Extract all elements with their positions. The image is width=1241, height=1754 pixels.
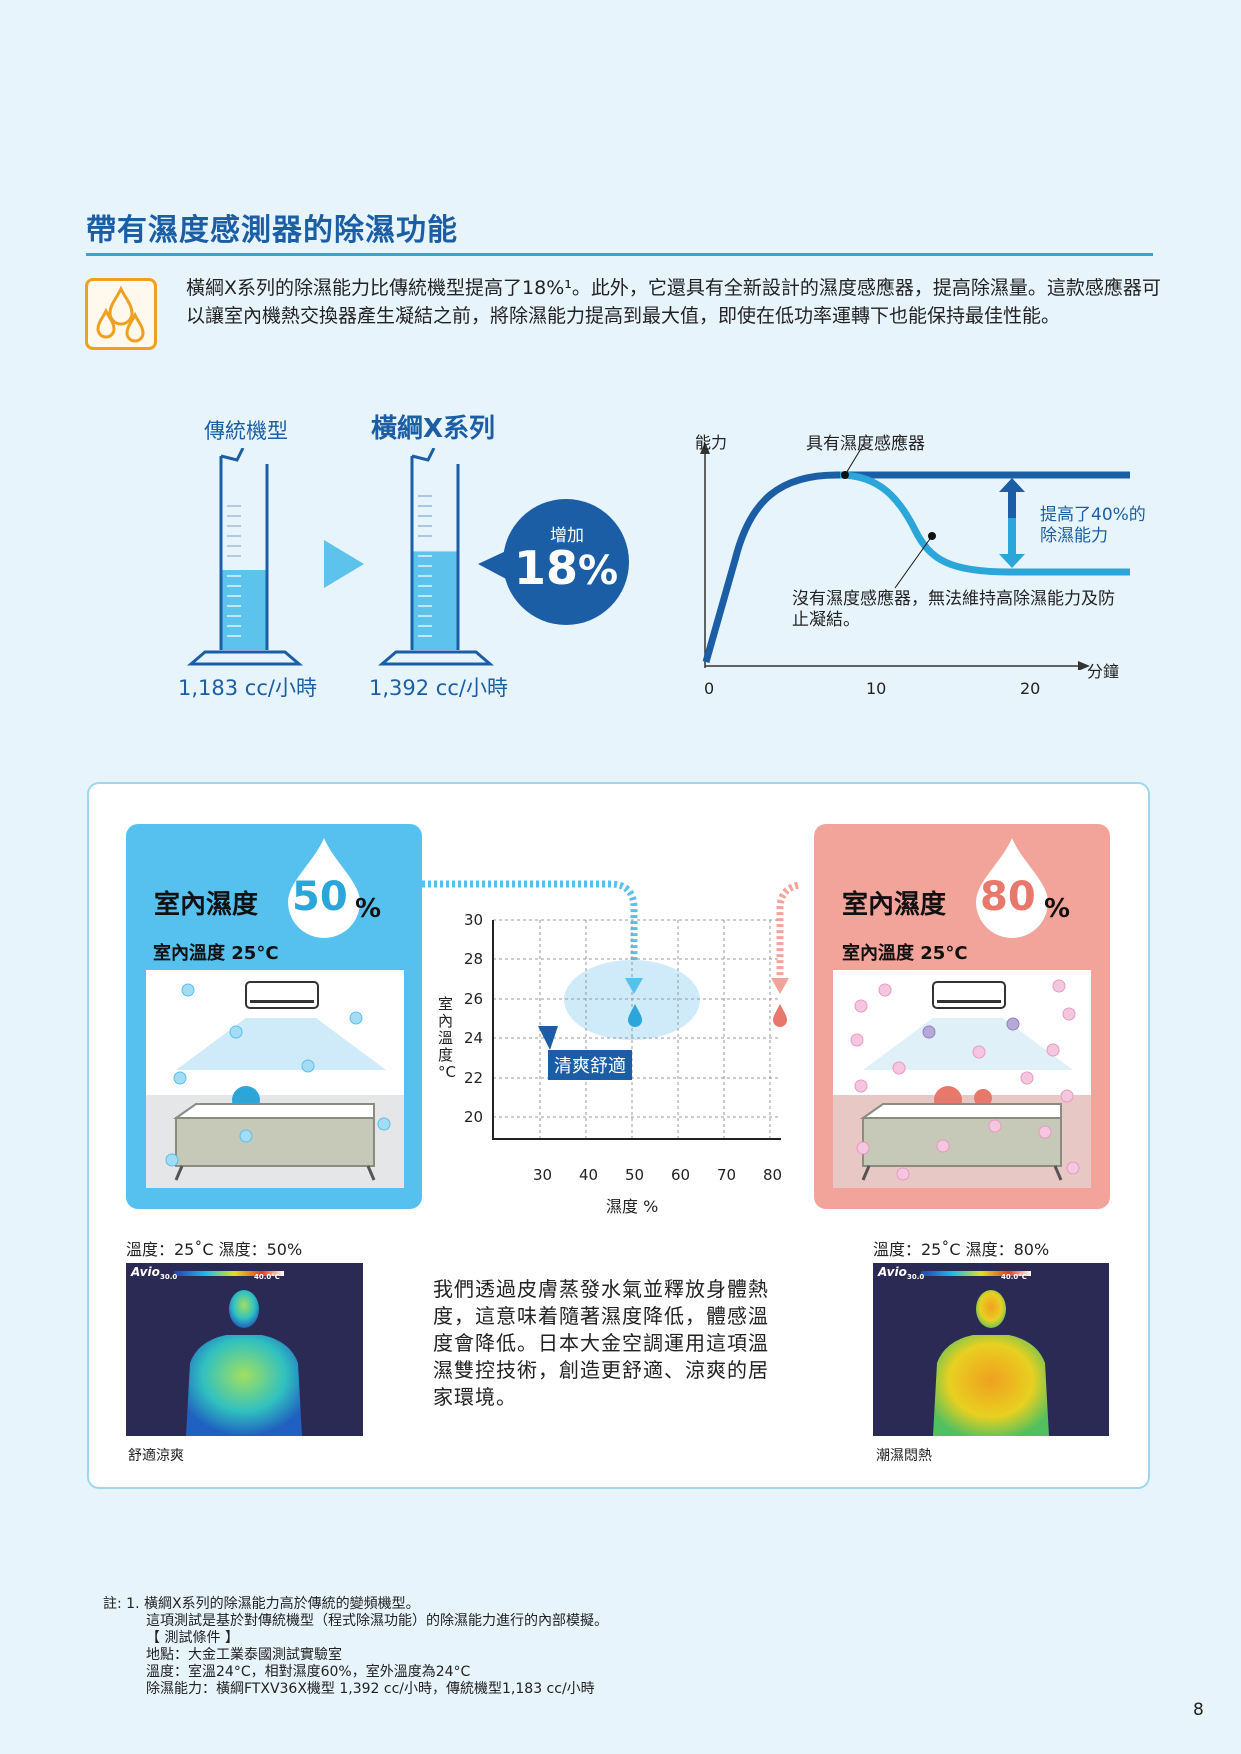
conventional-cylinder <box>186 448 304 666</box>
title-divider <box>86 253 1153 256</box>
conventional-cylinder-fill <box>221 570 267 650</box>
thermal-scale-max: 40.0°C <box>1001 1273 1027 1281</box>
room-temp-left: 室內溫度 25°C <box>153 943 279 964</box>
y-tick: 24 <box>464 1029 484 1047</box>
x-tick: 50 <box>625 1166 645 1184</box>
humidity-80-value: 80 <box>980 874 1036 920</box>
y-tick: 28 <box>464 950 484 968</box>
water-drop-icon <box>628 1004 642 1027</box>
thermal-scale-min: 30.0 <box>160 1273 178 1281</box>
water-drops-icon <box>85 278 157 350</box>
left-caption: 溫度：25˚C 濕度：50% <box>126 1240 303 1259</box>
with-sensor-label: 具有濕度感應器 <box>806 434 925 454</box>
y-tick: 20 <box>464 1108 484 1126</box>
x-tick: 40 <box>579 1166 599 1184</box>
arrow-right-icon <box>324 540 364 588</box>
right-result: 潮濕悶熱 <box>876 1448 932 1464</box>
conventional-value: 1,183 cc/小時 <box>178 676 317 700</box>
series-x-value: 1,392 cc/小時 <box>369 676 508 700</box>
arrow-down-icon <box>771 978 789 994</box>
capacity-x-tick: 20 <box>1020 679 1041 698</box>
with-sensor-line <box>702 471 1130 663</box>
x-tick: 80 <box>763 1166 783 1184</box>
dotted-connector-left <box>422 880 638 980</box>
footnote-line: 註: 1. 橫綱X系列的除濕能力高於傳統的變頻機型。 <box>103 1596 420 1612</box>
page-title: 帶有濕度感測器的除濕功能 <box>86 213 458 248</box>
y-tick: 26 <box>464 990 484 1008</box>
conventional-label: 傳統機型 <box>204 419 288 443</box>
capacity-x-tick: 0 <box>704 679 715 698</box>
footnote-line: 溫度：室溫24°C，相對濕度60%，室外溫度為24°C <box>146 1664 471 1680</box>
improvement-label: 提高了40%的除濕能力 <box>1040 505 1146 546</box>
increase-value: 18 <box>514 541 579 595</box>
capacity-x-tick: 10 <box>866 679 887 698</box>
water-drop-icon <box>288 838 360 938</box>
y-axis-label: 室內溫度 °C <box>438 995 456 1081</box>
y-tick: 30 <box>464 911 484 929</box>
thermal-image-humid <box>873 1263 1109 1436</box>
comfort-description: 我們透過皮膚蒸發水氣並釋放身體熱度，這意味着隨著濕度降低，體感溫度會降低。日本大… <box>433 1277 769 1409</box>
x-tick: 70 <box>717 1166 737 1184</box>
arrow-down-icon <box>625 978 643 994</box>
water-drop-icon <box>773 1004 787 1027</box>
increase-unit: % <box>578 548 619 594</box>
thermal-image-cool <box>126 1263 363 1436</box>
footnote-line: 【 測試條件 】 <box>146 1630 239 1646</box>
room-illustration-cool <box>146 970 404 1188</box>
footnote-line: 除濕能力：橫綱FTXV36X機型 1,392 cc/小時，傳統機型1,183 c… <box>146 1681 595 1697</box>
intro-paragraph: 橫綱X系列的除濕能力比傳統機型提高了18%¹。此外，它還具有全新設計的濕度感應器… <box>186 277 1161 327</box>
x-tick: 60 <box>671 1166 691 1184</box>
thermal-scale-max: 40.0°C <box>254 1273 280 1281</box>
humidity-50-title: 室內濕度 <box>154 890 259 920</box>
page-number: 8 <box>1193 1700 1204 1720</box>
humidity-80-unit: % <box>1044 894 1071 924</box>
capacity-y-label: 能力 <box>695 433 728 452</box>
humidity-80-title: 室內濕度 <box>842 890 947 920</box>
thermal-scale-min: 30.0 <box>907 1273 925 1281</box>
air-conditioner-icon <box>932 981 1006 1009</box>
x-axis-label: 濕度 % <box>606 1197 659 1216</box>
footnote-line: 地點：大金工業泰國測試實驗室 <box>146 1647 342 1663</box>
x-tick: 30 <box>533 1166 553 1184</box>
thermal-brand-logo: Avio <box>878 1265 907 1279</box>
comfort-zone-chart <box>422 880 800 1140</box>
room-temp-right: 室內溫度 25°C <box>842 943 968 964</box>
increase-label: 增加 <box>550 526 584 546</box>
right-caption: 溫度：25˚C 濕度：80% <box>873 1240 1050 1259</box>
thermal-brand-logo: Avio <box>131 1265 160 1279</box>
capacity-chart <box>700 441 1130 670</box>
increase-bubble <box>478 499 629 625</box>
series-x-cylinder <box>377 448 495 666</box>
capacity-x-label: 分鐘 <box>1087 662 1120 681</box>
room-illustration-humid <box>833 970 1091 1188</box>
comfort-zone-label: 清爽舒適 <box>548 1050 632 1080</box>
left-result: 舒適涼爽 <box>128 1448 184 1464</box>
water-drop-icon <box>976 838 1048 938</box>
humidity-50-unit: % <box>355 894 382 924</box>
series-x-label: 橫綱X系列 <box>371 414 496 444</box>
humidity-50-value: 50 <box>292 874 348 920</box>
without-sensor-line <box>839 471 1130 576</box>
dotted-connector-right <box>776 881 800 980</box>
without-sensor-label: 沒有濕度感應器，無法維持高除濕能力及防止凝結。 <box>792 589 1115 630</box>
footnote-line: 這項測試是基於對傳統機型（程式除濕功能）的除濕能力進行的內部模擬。 <box>146 1613 608 1629</box>
series-x-cylinder-fill <box>412 551 458 650</box>
y-tick: 22 <box>464 1069 484 1087</box>
air-conditioner-icon <box>245 981 319 1009</box>
